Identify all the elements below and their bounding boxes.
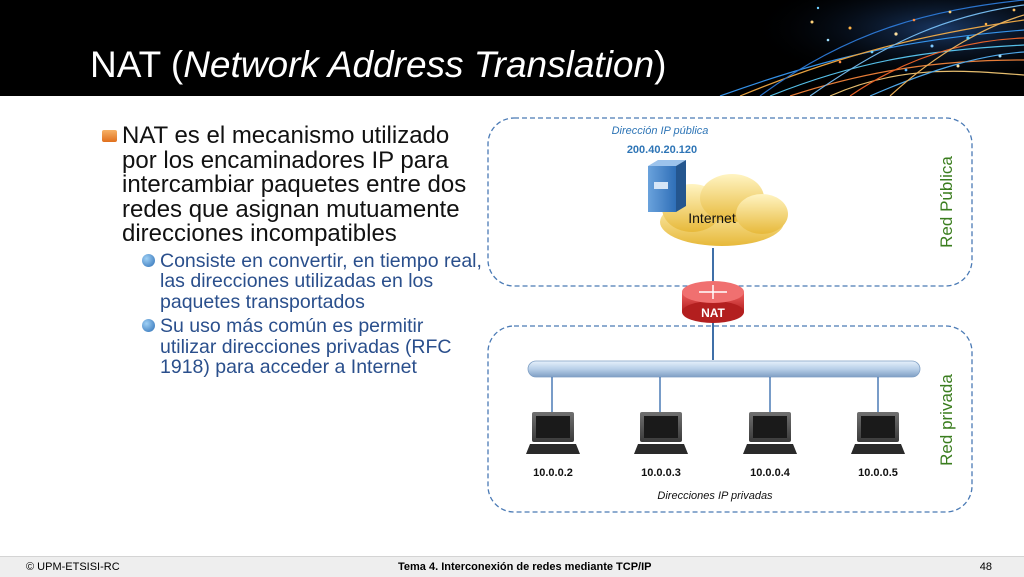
- fiber-optic-image: [700, 0, 1024, 96]
- router-label: NAT: [701, 306, 725, 320]
- laptop-icon: [526, 412, 580, 454]
- sub-bullet-text-2: Su uso más común es permitir utilizar di…: [160, 315, 452, 378]
- lan-bus: [527, 360, 921, 378]
- sub-bullet: Consiste en convertir, en tiempo real, l…: [142, 249, 482, 313]
- footer-topic: Tema 4. Interconexión de redes mediante …: [398, 561, 652, 573]
- host-ip: 10.0.0.4: [750, 467, 791, 479]
- private-network-label: Red privada: [937, 374, 956, 466]
- server-icon: [648, 160, 686, 212]
- main-bullet: NAT es el mecanismo utilizado por los en…: [102, 122, 482, 247]
- blue-bullet-icon: [142, 253, 155, 267]
- main-bullet-text: NAT es el mecanismo utilizado por los en…: [122, 122, 467, 247]
- laptop-icon: [634, 412, 688, 454]
- footer-bar: © UPM-ETSISI-RC Tema 4. Interconexión de…: [0, 556, 1024, 577]
- bullet-list: NAT es el mecanismo utilizado por los en…: [102, 122, 482, 378]
- host-ip: 10.0.0.3: [641, 467, 681, 479]
- cloud-label: Internet: [688, 210, 736, 226]
- slide-title: NAT (Network Address Translation): [90, 44, 667, 85]
- host-ip: 10.0.0.5: [858, 467, 898, 479]
- laptop-icon: [851, 412, 905, 454]
- laptop-icon: [743, 412, 797, 454]
- sub-bullet-text-1: Consiste en convertir, en tiempo real, l…: [160, 249, 482, 313]
- public-ip-address: 200.40.20.120: [627, 144, 697, 156]
- internet-cloud-icon: [660, 174, 788, 246]
- public-ip-caption: Dirección IP pública: [612, 125, 709, 137]
- public-network-label: Red Pública: [937, 156, 956, 248]
- blue-bullet-icon: [142, 319, 155, 332]
- host-ip: 10.0.0.2: [533, 467, 573, 479]
- page-number: 48: [979, 561, 992, 573]
- nat-network-diagram: Dirección IP pública 200.40.20.120 Inter…: [487, 117, 973, 513]
- private-ips-caption: Direcciones IP privadas: [657, 490, 773, 502]
- nat-router-icon: [682, 281, 744, 323]
- orange-bullet-icon: [102, 130, 117, 142]
- title-bar: NAT (Network Address Translation): [0, 0, 1024, 96]
- sub-bullet: Su uso más común es permitir utilizar di…: [142, 316, 482, 378]
- public-network-region: [487, 117, 973, 287]
- private-network-region: [487, 325, 973, 513]
- footer-copyright: © UPM-ETSISI-RC: [26, 561, 120, 573]
